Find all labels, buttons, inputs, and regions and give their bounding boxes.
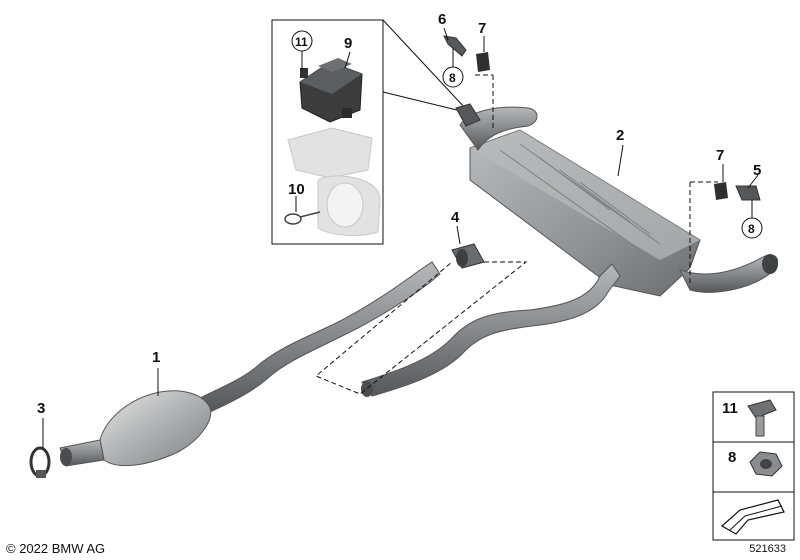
- fastener-legend: 11 8: [712, 391, 795, 541]
- intermediate-pipe: [361, 263, 621, 397]
- callout-3: 3: [37, 400, 45, 417]
- hanger-right: [714, 182, 761, 201]
- wire-clip: [284, 211, 321, 225]
- copyright-notice: © 2022 BMW AG: [6, 541, 106, 556]
- legend-11-label: 11: [722, 400, 738, 417]
- bolt-icon: [747, 399, 777, 437]
- legend-8-label: 8: [728, 449, 736, 466]
- hanger-top: [443, 35, 490, 127]
- nut-icon: [749, 451, 783, 477]
- exhaust-flap-actuator: [299, 58, 363, 123]
- callout-9: 9: [344, 35, 352, 52]
- front-pipe-with-catalytic-converter: [59, 261, 441, 467]
- callout-4: 4: [451, 209, 460, 226]
- callout-7-right: 7: [716, 147, 724, 164]
- callout-8-right: 8: [748, 222, 755, 236]
- callout-5: 5: [753, 162, 761, 179]
- callout-1: 1: [152, 349, 160, 366]
- callout-7-top: 7: [478, 20, 486, 37]
- callout-6: 6: [438, 11, 446, 28]
- bracket-ghost: [287, 127, 381, 236]
- alignment-line-4: [315, 261, 528, 395]
- inset-panel: [271, 19, 466, 245]
- callout-10: 10: [288, 181, 305, 198]
- callout-8-top: 8: [449, 71, 456, 85]
- pipe-clamp-4: [451, 243, 485, 269]
- diagram-number: 521633: [749, 543, 786, 555]
- direction-arrow-icon: [720, 499, 785, 535]
- callout-2: 2: [616, 127, 624, 144]
- callout-11: 11: [295, 35, 308, 49]
- muffler-ribs: [499, 143, 661, 251]
- pipe-clamp: [29, 446, 51, 478]
